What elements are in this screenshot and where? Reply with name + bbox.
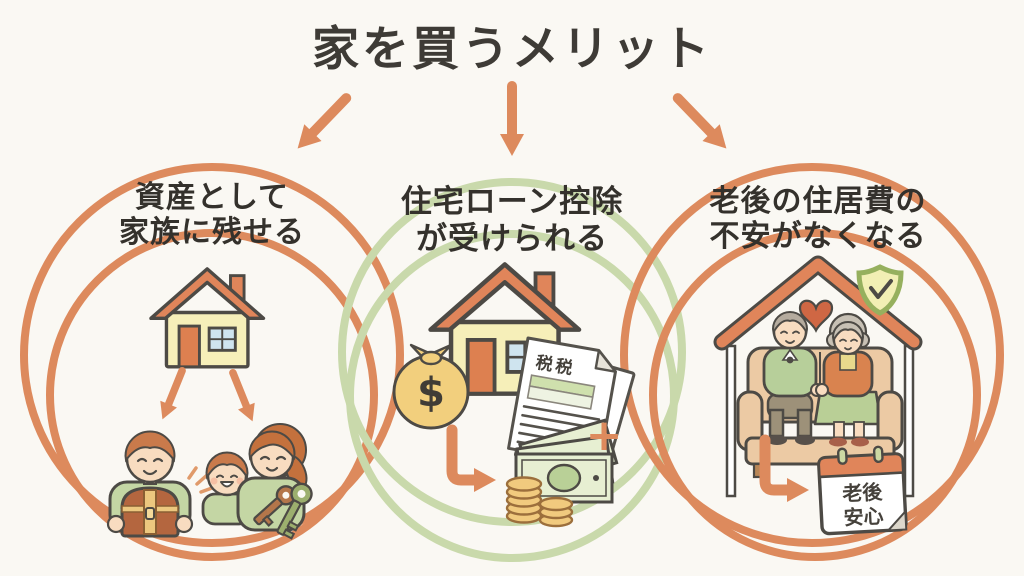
father-figure: [106, 430, 194, 538]
benefit-circle-loan-outer: [338, 178, 686, 526]
benefit-circle-asset-outer: [20, 163, 404, 547]
arrow-down-icon: [500, 86, 524, 156]
child-figure: [201, 451, 253, 526]
small-arrow-icon: [225, 369, 261, 424]
mother-figure: [236, 423, 313, 540]
benefit-1-heading: 資産として 家族に残せる: [52, 180, 372, 251]
plus-icon: +: [586, 410, 623, 461]
heading-line-1: 住宅ローン控除: [400, 184, 624, 220]
small-arrow-icon: [154, 367, 190, 422]
heading-line-2: 不安がなくなる: [709, 219, 927, 255]
benefit-circle-retirement-inner: [649, 229, 981, 561]
asset-illustration: [106, 267, 313, 540]
benefit-circle-retirement-outer: [620, 163, 1004, 547]
face-features: [839, 338, 858, 351]
sparkle-icon: [187, 466, 214, 494]
benefit-2-heading: 住宅ローン控除 が受けられる: [352, 184, 672, 257]
heart-icon: [798, 299, 834, 333]
coins-icon: [505, 476, 574, 528]
benefit-3-heading: 老後の住居費の 不安がなくなる: [658, 184, 978, 255]
title-arrows: [289, 86, 735, 157]
benefit-circle-asset-inner: [46, 229, 378, 561]
heading-line-1: 資産として: [134, 180, 290, 215]
dollar-sign: $: [417, 370, 445, 416]
heading-line-2: が受けられる: [416, 220, 608, 257]
benefit-circle-loan-inner: [346, 230, 678, 562]
arrow-down-left-icon: [289, 90, 355, 157]
calendar-icon: 老後 安心: [817, 445, 908, 536]
calendar-text-line1: 老後: [842, 480, 884, 506]
heading-line-1: 老後の住居費の: [709, 184, 927, 219]
shoes: [767, 435, 869, 447]
bent-arrow-icon: [452, 430, 496, 492]
money-bag-icon: $: [392, 343, 470, 430]
shield-check-icon: [856, 264, 904, 316]
calendar-text-line2: 安心: [843, 504, 884, 530]
face-features: [259, 455, 287, 472]
loan-deduction-illustration: $ 税税: [392, 264, 636, 528]
keys-icon: [253, 482, 313, 540]
cash-icon: +: [505, 410, 623, 528]
heading-line-2: 家族に残せる: [119, 215, 305, 251]
benefit-rings: [20, 163, 1004, 562]
treasure-chest-icon: [106, 486, 194, 538]
arrow-down-right-icon: [669, 90, 735, 157]
elderly-man-figure: [762, 311, 824, 438]
page-title: 家を買うメリット: [312, 22, 712, 77]
protective-roof-icon: [713, 255, 923, 498]
house-icon: [149, 267, 266, 369]
elderly-woman-figure: [813, 312, 883, 439]
face-features: [136, 457, 164, 476]
face-features: [780, 330, 800, 344]
retirement-illustration: 老後 安心: [713, 255, 923, 536]
